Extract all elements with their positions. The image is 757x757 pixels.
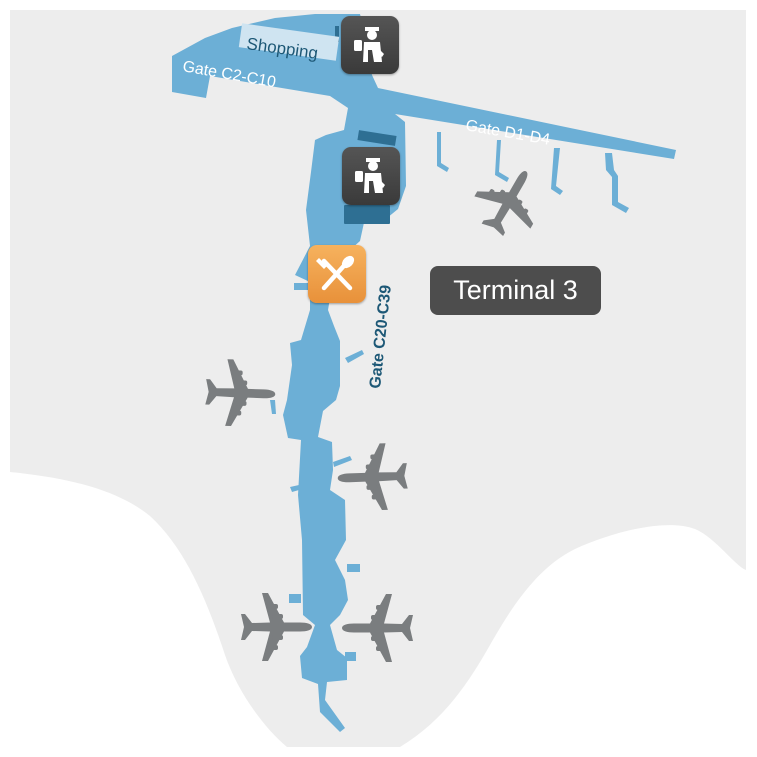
terminal-label: Terminal 3: [430, 266, 601, 315]
shopping-area-box: [238, 23, 340, 61]
terminal-building: [172, 14, 676, 732]
ground-area: [10, 10, 746, 747]
passport-control-poi[interactable]: [341, 16, 399, 74]
terminal-dark-blocks: [335, 26, 397, 224]
restaurant-icon: [316, 255, 355, 291]
passport-control-icon: [355, 158, 385, 193]
restaurant-poi[interactable]: [308, 245, 366, 303]
passport-control-icon: [354, 27, 384, 62]
passport-control-poi[interactable]: [342, 147, 400, 205]
